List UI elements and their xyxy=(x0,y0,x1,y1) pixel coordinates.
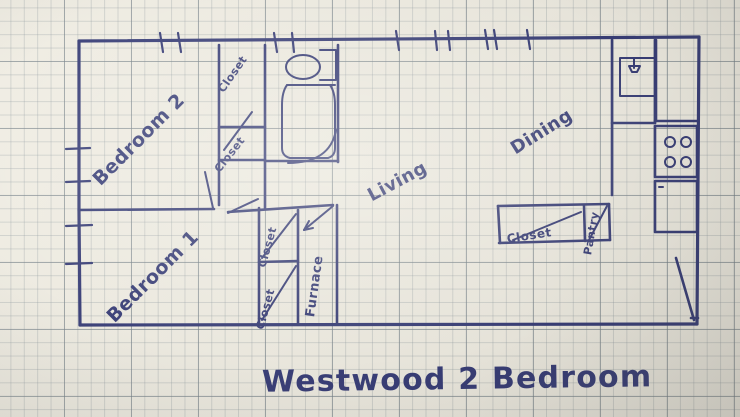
bath-and-closets-upper xyxy=(217,43,340,210)
door-bedroom1 xyxy=(227,198,259,214)
hall-closets-furnace xyxy=(226,198,339,325)
plan-title: Westwood 2 Bedroom xyxy=(261,359,653,400)
door-bedroom2 xyxy=(204,171,214,209)
window-ticks-top xyxy=(158,28,532,54)
fixture-sink xyxy=(619,57,656,97)
door-entry xyxy=(674,256,700,322)
window-ticks-left xyxy=(64,146,94,266)
furnace-leader-line xyxy=(303,205,334,231)
pantry-door-line xyxy=(588,205,608,241)
fixture-toilet xyxy=(285,49,337,81)
exterior-walls xyxy=(77,35,701,327)
fixture-stove xyxy=(653,124,699,179)
fixture-bathtub xyxy=(281,84,336,159)
door-closet-bath xyxy=(223,111,253,151)
dining-closet-pantry xyxy=(496,202,612,245)
closet-door-line xyxy=(512,211,582,241)
fixture-refrigerator xyxy=(653,179,699,234)
interior-wall-bedroom-divider xyxy=(77,171,216,212)
